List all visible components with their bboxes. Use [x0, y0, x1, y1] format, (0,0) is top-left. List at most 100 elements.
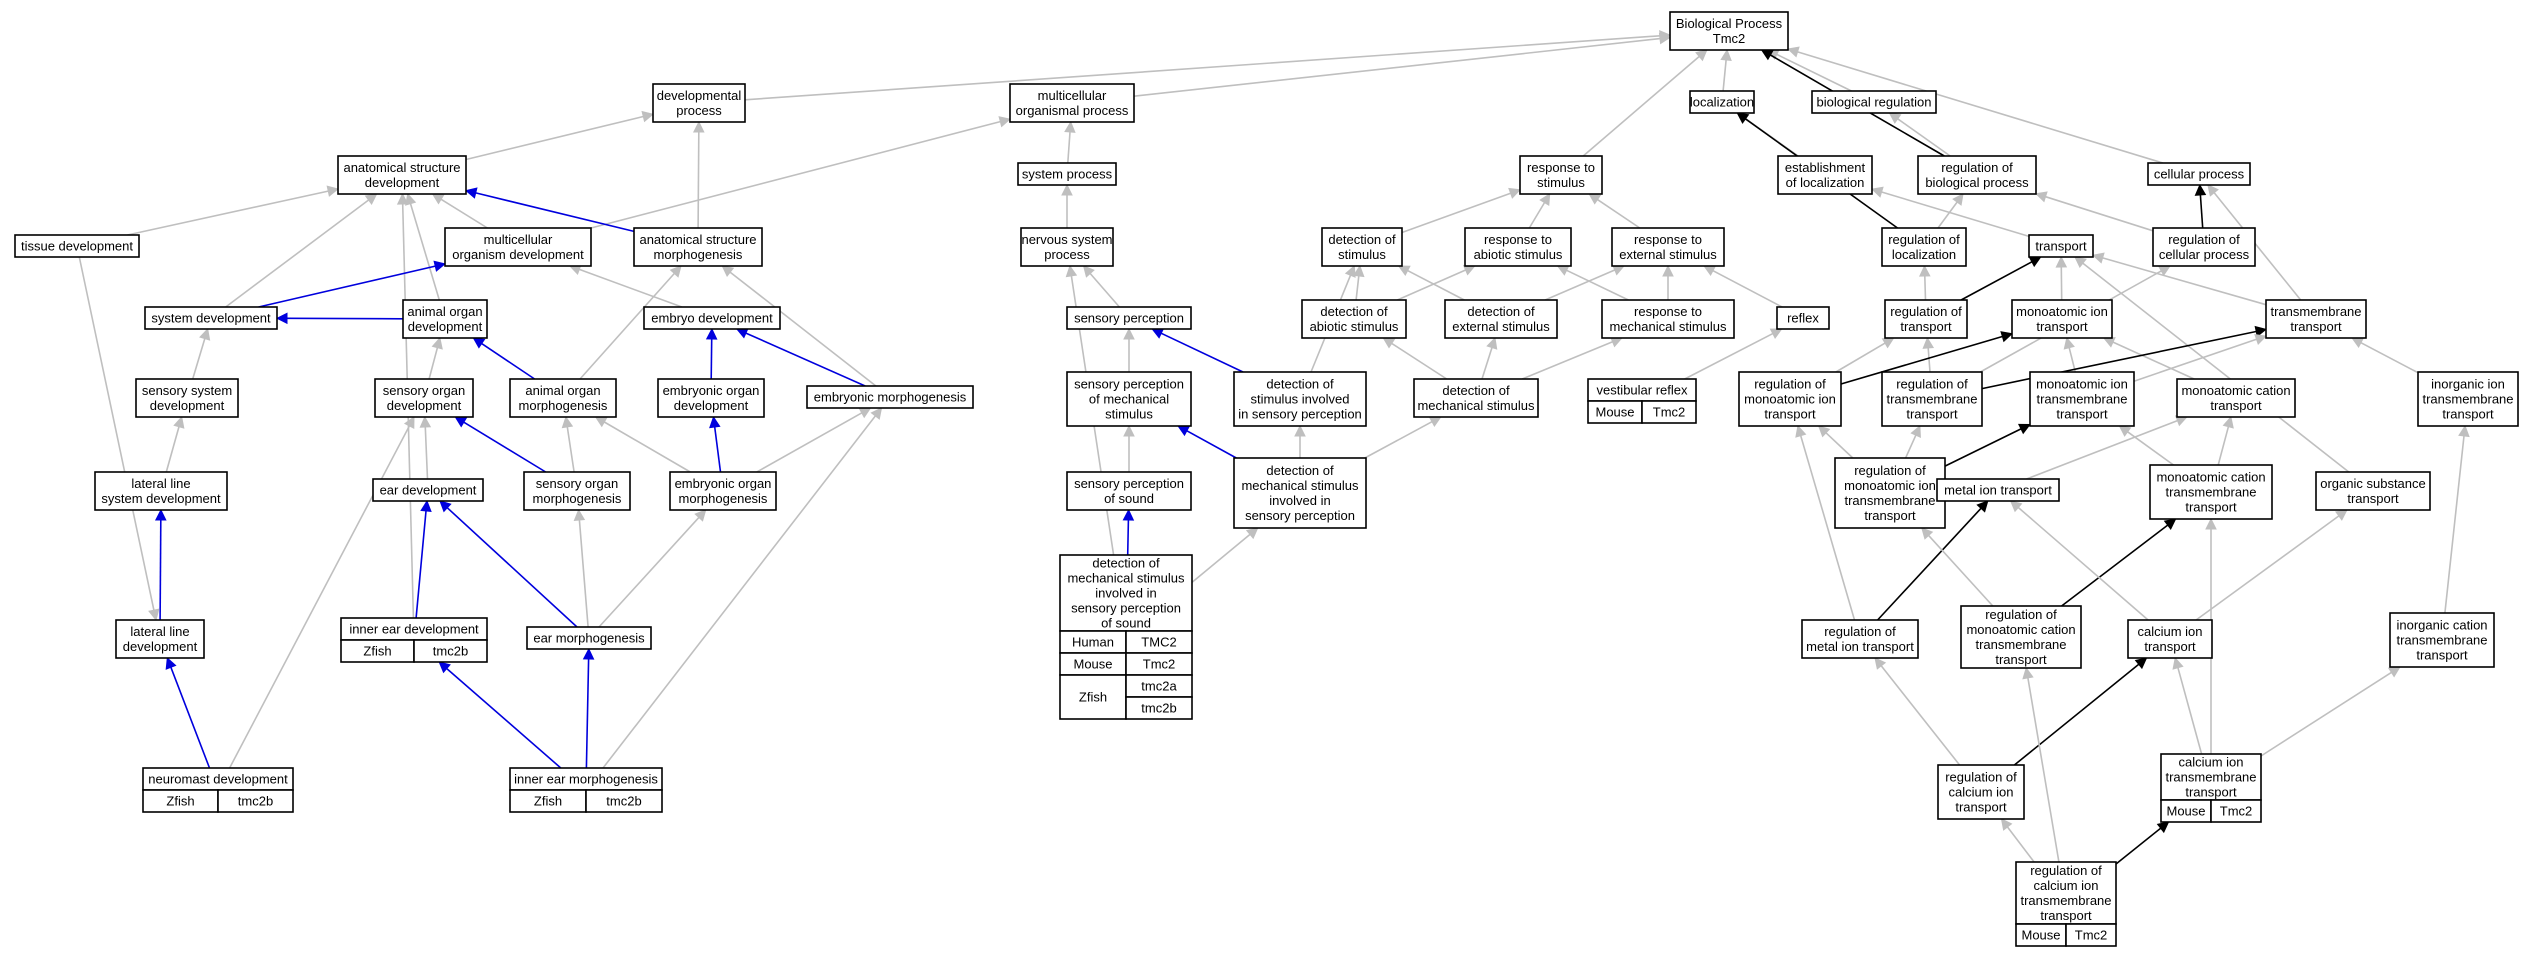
edge-is-a — [2091, 252, 2267, 306]
edge-is-a — [1874, 657, 1961, 766]
go-term-label: ear morphogenesis — [533, 631, 645, 646]
go-term-metal-ion-transport[interactable]: metal ion transport — [1936, 478, 2060, 502]
edge-is-a — [2063, 336, 2077, 373]
go-term-label: sensory perception — [1074, 476, 1184, 491]
go-term-label: morphogenesis — [519, 398, 608, 413]
edge-is-a — [1364, 416, 1442, 459]
go-term-cellular-process[interactable]: cellular process — [2147, 162, 2251, 186]
go-term-label: detection of — [1467, 304, 1535, 319]
go-term-system-development[interactable]: system development — [144, 306, 278, 330]
go-term-label: stimulus — [1105, 407, 1153, 422]
go-term-tissue-development[interactable]: tissue development — [14, 234, 140, 258]
go-term-label: detection of — [1320, 304, 1388, 319]
go-term-label: development — [123, 639, 198, 654]
go-term-embryo-development[interactable]: embryo development — [643, 306, 781, 330]
go-term-label: developmental — [657, 88, 742, 103]
go-term-label: monoatomic cation — [2181, 383, 2290, 398]
go-term-system-process[interactable]: system process — [1017, 162, 1117, 186]
go-term-label: multicellular — [1038, 88, 1107, 103]
go-term-sensory-perception[interactable]: sensory perception — [1066, 306, 1192, 330]
go-term-label: regulation of — [2168, 232, 2240, 247]
go-term-biological-regulation[interactable]: biological regulation — [1811, 90, 1937, 114]
go-term-transport[interactable]: transport — [2028, 234, 2094, 258]
go-term-reflex[interactable]: reflex — [1776, 306, 1830, 330]
edge-is-a — [1835, 337, 1895, 373]
go-term-label: transport — [2210, 398, 2262, 413]
go-term-label: system development — [151, 311, 271, 326]
edge-is-a — [1294, 424, 1306, 458]
go-term-label: regulation of — [1896, 377, 1968, 392]
edge-is-a — [1123, 424, 1135, 472]
edge-is-a — [1888, 112, 1951, 157]
edge-is-a — [1937, 193, 1964, 229]
go-term-embryonic-morphogenesis[interactable]: embryonic morphogenesis — [806, 385, 974, 409]
edge-is-a — [1817, 425, 1854, 459]
go-term-ear-development[interactable]: ear development — [372, 478, 484, 502]
go-term-label: organismal process — [1016, 103, 1129, 118]
edge-is-a — [1352, 264, 1365, 301]
go-term-label: in sensory perception — [1238, 407, 1362, 422]
go-term-label: embryo development — [651, 311, 773, 326]
edge-part-of — [258, 260, 447, 308]
go-term-label: sensory organ — [536, 476, 618, 491]
edge-is-a — [2074, 256, 2350, 473]
go-term-localization[interactable]: localization — [1689, 90, 1755, 114]
go-term-ear-morphogenesis[interactable]: ear morphogenesis — [526, 626, 652, 650]
